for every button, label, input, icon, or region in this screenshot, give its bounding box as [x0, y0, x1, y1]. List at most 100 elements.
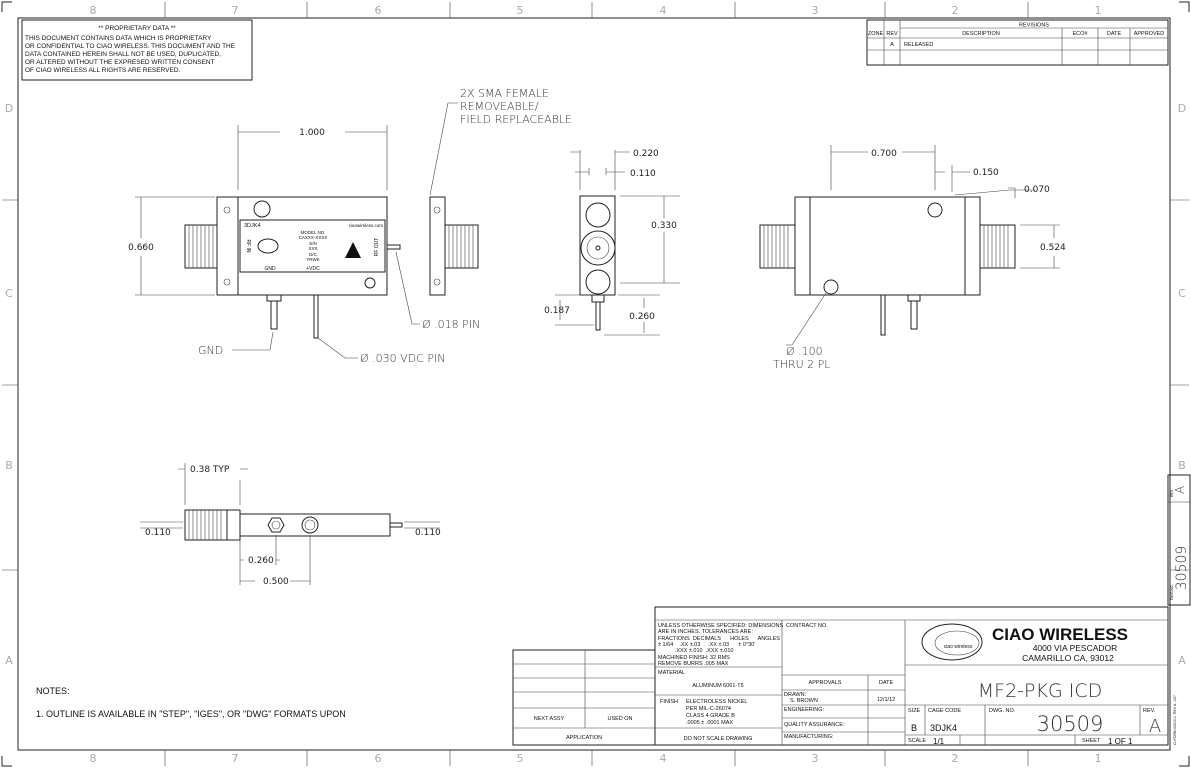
tolerance-line: FRACTIONS DECIMALS HOLES ANGLES	[658, 636, 780, 642]
zone-row-a-right: A	[1178, 654, 1186, 667]
note-item: 1. OUTLINE IS AVAILABLE IN "STEP", "IGES…	[36, 709, 346, 719]
panel-logo-icon	[257, 238, 279, 254]
revisions-table: REVISIONS ZONE REV DESCRIPTION ECO# DATE…	[866, 19, 1169, 66]
rear-view: 0.700 0.150 0.070 0.524 Ø .100 THRU 2 PL	[759, 145, 1066, 371]
bottom-view: 0.38 TYP 0.110 0.110 0.260 0.500	[140, 463, 441, 587]
zone-col-4-bottom: 4	[660, 752, 667, 765]
strip-rev-label: REV	[1170, 489, 1174, 497]
engineering-label: ENGINEERING:	[784, 707, 825, 713]
zone-row-d-right: D	[1178, 102, 1186, 115]
dim-rear-700: 0.700	[871, 149, 897, 159]
rev-header-description: DESCRIPTION	[962, 31, 1000, 37]
dim-side-220: 0.220	[633, 149, 659, 159]
date-label: DATE	[879, 680, 894, 686]
tolerance-line: ± 1/64 .XX ±.03 .XX ±.03 ± 0°30'	[658, 642, 755, 648]
callout-vdc-pin: Ø .030 VDC PIN	[360, 352, 445, 365]
dim-side-260: 0.260	[629, 312, 655, 322]
dim-front-width: 1.000	[299, 128, 325, 138]
proprietary-title: ** PROPRIETARY DATA **	[98, 25, 176, 32]
callout-gnd: GND	[198, 344, 223, 357]
tolerance-line: MACHINED FINISH: 32 RMS	[658, 655, 730, 661]
tolerance-line: .XXX ±.010 .XXX ±.010	[658, 648, 733, 654]
dim-bottom-110-right: 0.110	[415, 528, 441, 538]
dwg-no-label: DWG. NO.	[989, 708, 1016, 714]
dim-side-330: 0.330	[651, 221, 677, 231]
zone-col-5: 5	[517, 4, 524, 17]
panel-website: ciaowireless.com	[349, 223, 384, 228]
dim-side-187: 0.187	[544, 306, 570, 316]
finish-label: FINISH	[660, 699, 678, 705]
zone-col-1: 1	[1095, 4, 1102, 17]
panel-vdc: +VDC	[306, 266, 320, 272]
front-view: 3DJK4 ciaowireless.com MODEL NO. CAXXX-X…	[128, 87, 572, 365]
rev-header-eco: ECO#	[1073, 31, 1089, 37]
proprietary-line: OF CIAO WIRELESS ALL RIGHTS ARE RESERVED…	[25, 67, 181, 74]
dim-rear-150: 0.150	[973, 168, 999, 178]
used-on-label: USED ON	[607, 716, 632, 722]
finish-line: PER MIL-C-26074	[686, 706, 731, 712]
strip-dwg-label: DWG NO.	[1170, 584, 1174, 600]
rev-header-approved: APPROVED	[1134, 31, 1165, 37]
zone-col-3: 3	[812, 4, 819, 17]
zone-row-a: A	[5, 654, 13, 667]
logo-text: ciao wireless	[944, 644, 973, 650]
company-address-2: CAMARILLO CA, 93012	[1022, 653, 1114, 663]
zone-col-1-bottom: 1	[1095, 752, 1102, 765]
dim-bottom-260: 0.260	[248, 556, 274, 566]
strip-rev: A	[1173, 486, 1187, 494]
manufacturing-label: MANUFACTURING:	[784, 734, 834, 740]
esd-warning-icon	[345, 242, 361, 258]
zone-col-4: 4	[660, 4, 667, 17]
callout-hole-1: Ø .100	[786, 345, 823, 358]
company-name: CIAO WIRELESS	[992, 625, 1128, 644]
rev-header-date: DATE	[1107, 31, 1122, 37]
do-not-scale: DO NOT SCALE DRAWING	[684, 736, 753, 742]
dim-rear-524: 0.524	[1040, 243, 1066, 253]
finish-line: CLASS 4 GRADE B	[686, 713, 735, 719]
material-value: ALUMINUM 6061-T6	[692, 683, 743, 689]
dim-rear-070: 0.070	[1024, 185, 1050, 195]
notes: NOTES: 1. OUTLINE IS AVAILABLE IN "STEP"…	[36, 686, 346, 719]
panel-dc: YRWK	[306, 257, 319, 262]
zone-col-6-bottom: 6	[375, 752, 382, 765]
dim-bottom-038: 0.38 TYP	[190, 465, 230, 475]
application-label: APPLICATION	[566, 735, 602, 741]
cage-value: 3DJK4	[930, 723, 957, 733]
scale-label: SCALE	[908, 738, 926, 744]
drawn-label: DRAWN:	[784, 692, 807, 698]
drawing-title: MF2-PKG ICD	[978, 680, 1102, 702]
callout-pin-018: Ø .018 PIN	[422, 318, 480, 331]
zone-col-7: 7	[232, 4, 239, 17]
cage-label: CAGE CODE	[928, 708, 961, 714]
side-strip: REV A DWG NO. 30509	[1167, 474, 1191, 606]
panel-code: 3DJK4	[244, 223, 261, 229]
zone-row-c: C	[5, 287, 13, 300]
drawn-date: 12/1/12	[877, 697, 895, 703]
proprietary-notice: ** PROPRIETARY DATA ** THIS DOCUMENT CON…	[21, 19, 253, 81]
panel-rf-out: RF OUT	[374, 238, 380, 257]
proprietary-line: DATA CONTAINED HEREIN SHALL NOT BE USED,…	[25, 51, 221, 58]
drawn-by: S. BROWN	[790, 698, 818, 704]
zone-col-5-bottom: 5	[517, 752, 524, 765]
side-view: 0.220 0.110 0.330 0.187 0.260	[544, 149, 680, 336]
proprietary-line: THIS DOCUMENT CONTAINS DATA WHICH IS PRO…	[25, 35, 212, 42]
proprietary-line: OR CONFIDENTIAL TO CIAO WIRELESS. THIS D…	[25, 43, 236, 50]
size-label: SIZE	[908, 708, 921, 714]
scale-value: 1/1	[933, 737, 945, 746]
company-logo: ciao wireless	[921, 623, 983, 661]
rev-value: A	[1149, 716, 1161, 737]
material-label: MATERIAL	[658, 670, 685, 676]
zone-col-2-bottom: 2	[952, 752, 959, 765]
zone-col-8-bottom: 8	[90, 752, 97, 765]
zone-row-b: B	[5, 459, 13, 472]
dim-front-height: 0.660	[128, 243, 154, 253]
zone-col-8: 8	[90, 4, 97, 17]
notes-title: NOTES:	[36, 686, 70, 696]
contract-label: CONTRACT NO.	[786, 623, 828, 629]
panel-gnd: GND	[264, 266, 276, 272]
next-assy-label: NEXT ASSY	[534, 716, 565, 722]
rev-row-description: RELEASED	[904, 42, 933, 48]
sheet-label: SHEET	[1082, 738, 1101, 744]
panel-sn: XXX	[308, 246, 317, 251]
